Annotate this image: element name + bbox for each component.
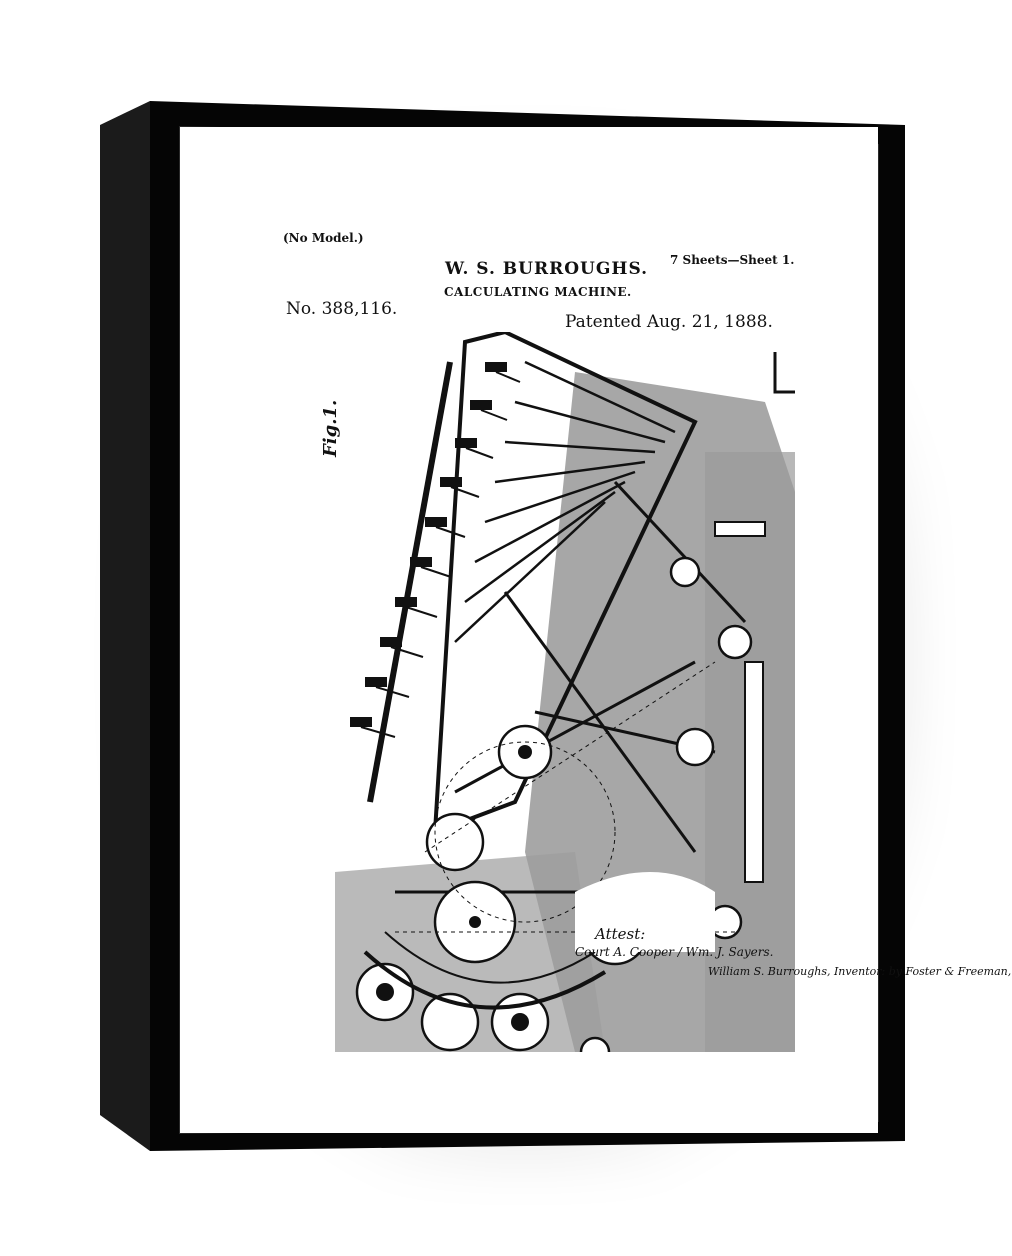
- sheets-label: 7 Sheets—Sheet 1.: [670, 253, 794, 267]
- invention-title: CALCULATING MACHINE.: [444, 285, 632, 299]
- inventor-signature: William S. Burroughs, Inventor: by Foste…: [708, 965, 1012, 978]
- figure-label: Fig.1.: [320, 400, 341, 457]
- witness-signatures: Court A. Cooper / Wm. J. Sayers.: [575, 945, 773, 959]
- patent-date: Patented Aug. 21, 1888.: [565, 312, 773, 332]
- inventor-heading: W. S. BURROUGHS.: [445, 259, 648, 279]
- calculating-machine-drawing: [275, 332, 795, 1052]
- print-mat: (No Model.) 7 Sheets—Sheet 1. W. S. BURR…: [180, 127, 878, 1133]
- attest-label: Attest:: [595, 925, 645, 943]
- patent-number: No. 388,116.: [286, 299, 397, 319]
- no-model-label: (No Model.): [283, 231, 364, 245]
- picture-frame: (No Model.) 7 Sheets—Sheet 1. W. S. BURR…: [100, 101, 905, 1151]
